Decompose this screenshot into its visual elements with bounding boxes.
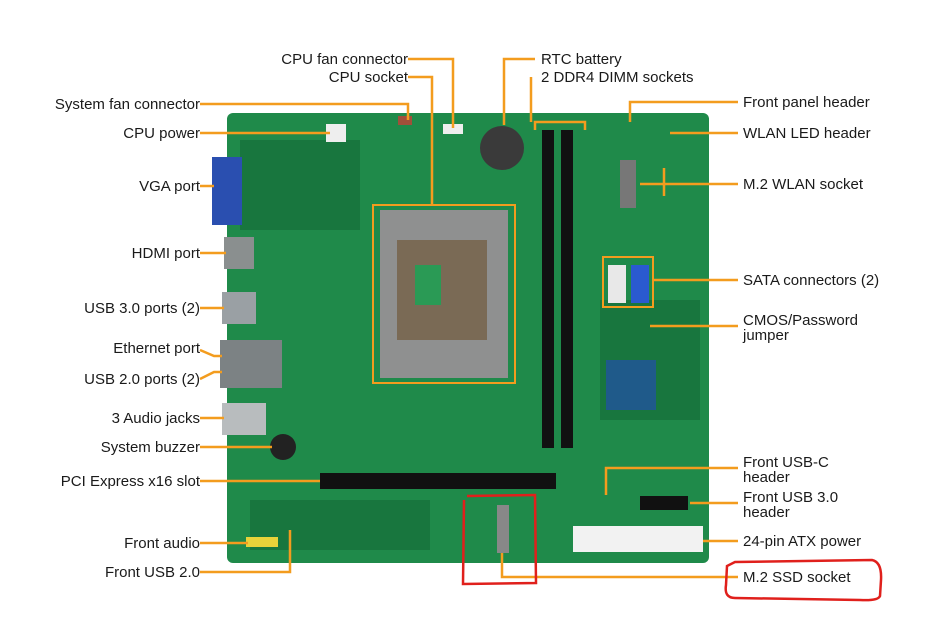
label-m2-ssd: M.2 SSD socket [743,569,851,586]
pcie-slot [320,473,556,489]
label-rtc: RTC battery [541,51,622,68]
label-vga: VGA port [139,178,200,195]
audio-jacks [222,403,266,435]
label-front-panel: Front panel header [743,94,870,111]
hdmi-port [224,237,254,269]
label-dimm: 2 DDR4 DIMM sockets [541,69,694,86]
ethernet-usb20 [220,340,282,388]
label-usb30: USB 3.0 ports (2) [84,300,200,317]
label-wlan-led: WLAN LED header [743,125,871,142]
label-pcie: PCI Express x16 slot [60,473,200,490]
atx-power [573,526,703,552]
vga-port [212,157,242,225]
sata-connector-1 [608,265,626,303]
label-usbc: Front USB-C header [743,454,829,486]
label-usb3-header: Front USB 3.0 header [743,489,839,521]
label-buzzer: System buzzer [100,439,200,456]
cpu-power [326,124,346,142]
sata-connector-2 [631,265,649,303]
label-cpu-power: CPU power [123,125,200,142]
red-annotation-label [724,558,883,602]
label-audio-jacks: 3 Audio jacks [111,410,200,427]
m2-wlan-socket [620,160,636,208]
label-front-audio: Front audio [124,535,200,552]
m2-ssd-socket [497,505,509,553]
cpu-fan-connector [443,124,463,134]
dimm-slot-2 [561,130,573,448]
label-system-fan: System fan connector [54,96,200,113]
label-cmos: CMOS/Password jumper [743,312,859,344]
label-atx: 24-pin ATX power [743,533,862,550]
label-usb20: USB 2.0 ports (2) [84,371,200,388]
chipset [606,360,656,410]
rtc-battery [480,126,524,170]
usb30-ports [222,292,256,324]
dimm-slot-1 [542,130,554,448]
label-m2-wlan: M.2 WLAN socket [743,176,864,193]
front-audio-header [246,537,278,547]
system-buzzer [270,434,296,460]
red-annotation-m2 [461,493,538,586]
label-hdmi: HDMI port [131,245,200,262]
label-sata: SATA connectors (2) [743,272,880,289]
label-front-usb2: Front USB 2.0 [104,564,200,581]
front-usb3-header [640,496,688,510]
label-ethernet: Ethernet port [113,340,200,357]
system-fan-connector [398,116,412,125]
label-cpu-fan: CPU fan connector [281,51,408,68]
label-cpu-socket: CPU socket [328,69,408,86]
